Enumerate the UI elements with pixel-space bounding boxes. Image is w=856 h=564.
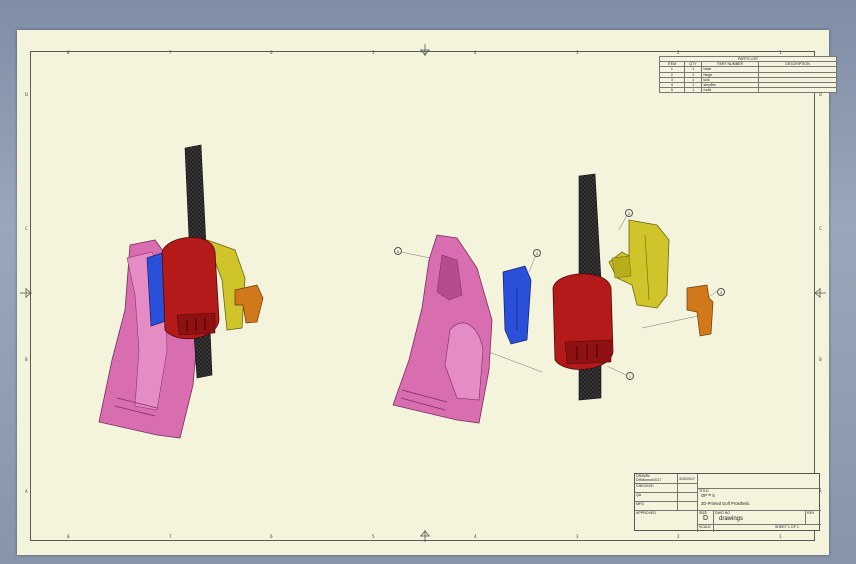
balloon-item: 1 xyxy=(626,372,634,380)
zone-label-top: 8 xyxy=(67,50,70,55)
zone-label-top: 6 xyxy=(270,50,273,55)
zone-label-top: 1 xyxy=(779,50,782,55)
balloon-item: 2 xyxy=(625,209,633,217)
center-mark-left xyxy=(20,288,32,298)
zone-label-bottom: 8 xyxy=(67,534,70,539)
zone-label-left: A xyxy=(25,489,28,494)
zone-label-right: D xyxy=(819,92,823,97)
drawing-subtitle: 3D-Printed Golf Prosthetic xyxy=(701,501,750,506)
scale-label: SCALE xyxy=(699,525,711,529)
drawn-date: 3/30/2017 xyxy=(679,477,695,481)
zone-label-left: B xyxy=(25,357,28,362)
dwg-label: DWG NO xyxy=(715,511,731,515)
balloon-item: 3 xyxy=(717,288,725,296)
size-value: D xyxy=(703,515,709,522)
zone-label-left: D xyxy=(25,92,29,97)
checked-label: CHECKED xyxy=(636,484,654,488)
zone-label-bottom: 2 xyxy=(677,534,680,539)
sheet-label: SHEET 1 OF 1 xyxy=(775,525,799,529)
title-label: TITLE xyxy=(699,489,709,493)
balloon-item: 4 xyxy=(533,249,541,257)
zone-label-top: 5 xyxy=(372,50,375,55)
zone-label-bottom: 7 xyxy=(169,534,172,539)
drawing-sheet: 8 7 6 5 4 3 2 1 8 7 6 5 4 3 2 1 D C B A … xyxy=(17,30,837,555)
cell xyxy=(758,87,837,94)
zone-label-right: B xyxy=(819,357,822,362)
title-block: DRAWN DHMonroe2017 3/30/2017 CHECKED QA … xyxy=(634,473,821,532)
parts-list-table: PARTS LIST ITEM QTY PART NUMBER DESCRIPT… xyxy=(659,55,837,94)
balloon-item: 5 xyxy=(394,247,402,255)
center-mark-top xyxy=(420,44,430,56)
approved-label: APPROVED xyxy=(636,511,656,515)
zone-label-top: 2 xyxy=(677,50,680,55)
rev-label: REV xyxy=(807,511,815,515)
zone-label-bottom: 6 xyxy=(270,534,273,539)
drawing-title: OP™ 5 xyxy=(701,493,715,498)
zone-label-top: 7 xyxy=(169,50,172,55)
drawn-by: DHMonroe2017 xyxy=(636,478,662,482)
zone-label-bottom: 3 xyxy=(576,534,579,539)
dwg-value: drawings xyxy=(719,516,744,522)
zone-label-top: 4 xyxy=(474,50,477,55)
assembled-view xyxy=(98,144,264,439)
cell: 1 xyxy=(683,87,703,94)
drawn-label: DRAWN xyxy=(636,474,650,478)
assembly-drawing xyxy=(20,44,826,542)
center-mark-bottom xyxy=(420,530,430,542)
cell: mold xyxy=(701,87,760,94)
zone-label-bottom: 1 xyxy=(779,534,782,539)
exploded-view xyxy=(392,173,718,424)
zone-label-bottom: 5 xyxy=(372,534,375,539)
zone-label-left: C xyxy=(25,226,28,231)
center-mark-right xyxy=(814,288,826,298)
table-row: 5 1 mold xyxy=(659,87,837,94)
mfg-label: MFG xyxy=(636,502,644,506)
size-label: SIZE xyxy=(699,511,707,515)
zone-label-bottom: 4 xyxy=(474,534,477,539)
zone-label-right: C xyxy=(819,226,822,231)
cell: 5 xyxy=(659,87,685,94)
zone-label-top: 3 xyxy=(576,50,579,55)
qa-label: QA xyxy=(636,493,642,497)
zone-label-right: A xyxy=(819,489,822,494)
